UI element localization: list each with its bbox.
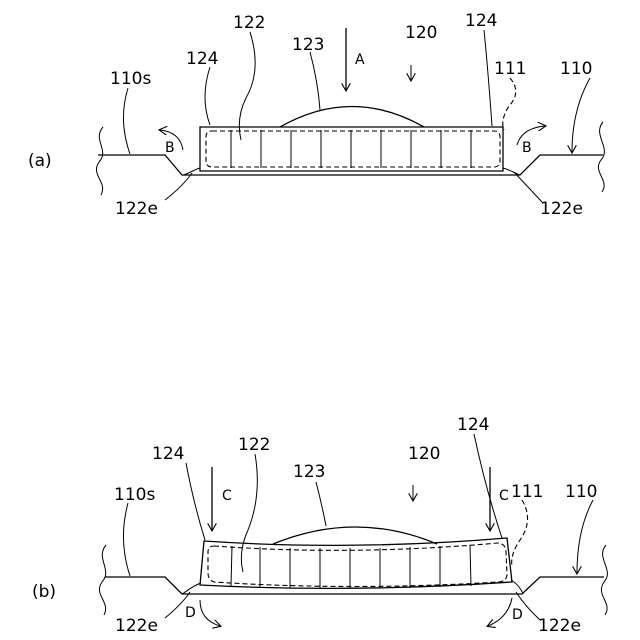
panel-b: (b) 124 122 123 C C 120 124 111 110 110s… <box>32 415 607 636</box>
arrow-d-left <box>200 600 220 626</box>
label-124-left-a: 124 <box>186 49 218 69</box>
label-d-left: D <box>185 605 196 621</box>
label-111-b: 111 <box>511 482 543 502</box>
label-110-b: 110 <box>565 482 597 502</box>
leader-124-right-b <box>474 434 502 538</box>
label-111-a: 111 <box>494 59 526 79</box>
label-124-right-b: 124 <box>457 415 489 435</box>
label-b-right: B <box>522 140 532 156</box>
label-c-left: C <box>222 488 232 504</box>
break-line-left-a <box>96 127 103 195</box>
edge-122e-left-b <box>182 583 201 594</box>
label-123-a: 123 <box>292 35 324 55</box>
leader-111-a <box>503 78 516 130</box>
leader-110s-a <box>123 88 130 154</box>
arrow-110-a <box>572 78 590 152</box>
leader-123-b <box>316 482 326 526</box>
leader-110s-b <box>123 503 130 576</box>
leader-123-a <box>310 52 320 110</box>
label-122e-left-b: 122e <box>115 616 158 636</box>
label-110s-b: 110s <box>114 485 155 505</box>
break-line-right-a <box>598 122 604 192</box>
panel-label-b: (b) <box>32 582 56 602</box>
label-120-a: 120 <box>405 23 437 43</box>
edge-122e-right-a <box>503 168 520 175</box>
label-122e-right-a: 122e <box>540 199 583 219</box>
dome-123-b <box>273 527 437 544</box>
label-120-b: 120 <box>408 444 440 464</box>
label-122-b: 122 <box>238 435 270 455</box>
label-122-a: 122 <box>233 13 265 33</box>
label-110s-a: 110s <box>110 69 151 89</box>
leader-124-left-a <box>205 67 210 125</box>
leader-111-b <box>512 500 528 566</box>
label-arrow-a: A <box>355 52 365 68</box>
dome-123-a <box>280 107 424 128</box>
leader-122-a <box>239 32 255 140</box>
label-b-left: B <box>165 140 175 156</box>
leader-124-right-a <box>484 30 492 126</box>
edge-122e-right-b <box>511 580 523 594</box>
leader-122e-left-a <box>165 173 192 200</box>
leader-122e-right-a <box>514 172 542 202</box>
arrow-d-right <box>488 598 512 626</box>
dashed-layer-122-b <box>208 543 507 587</box>
panel-a: (a) 124 122 123 A 120 124 111 110 110s B… <box>28 11 604 219</box>
cell-lines-b <box>231 545 471 588</box>
substrate-110-surface-b <box>105 577 604 594</box>
dashed-layer-122-a <box>206 131 500 167</box>
label-124-left-b: 124 <box>152 444 184 464</box>
leader-124-left-b <box>186 463 205 540</box>
panel-label-a: (a) <box>28 151 52 171</box>
label-124-right-a: 124 <box>465 11 497 31</box>
label-123-b: 123 <box>293 462 325 482</box>
cell-lines-a <box>231 130 471 168</box>
leader-122-b <box>241 454 257 572</box>
arrow-110-b <box>577 500 593 573</box>
label-122e-right-b: 122e <box>538 616 581 636</box>
label-c-right: C <box>499 488 509 504</box>
break-line-right-b <box>601 545 607 615</box>
label-110-a: 110 <box>560 59 592 79</box>
label-122e-left-a: 122e <box>115 199 158 219</box>
break-line-left-b <box>99 545 106 615</box>
label-d-right: D <box>512 607 523 623</box>
